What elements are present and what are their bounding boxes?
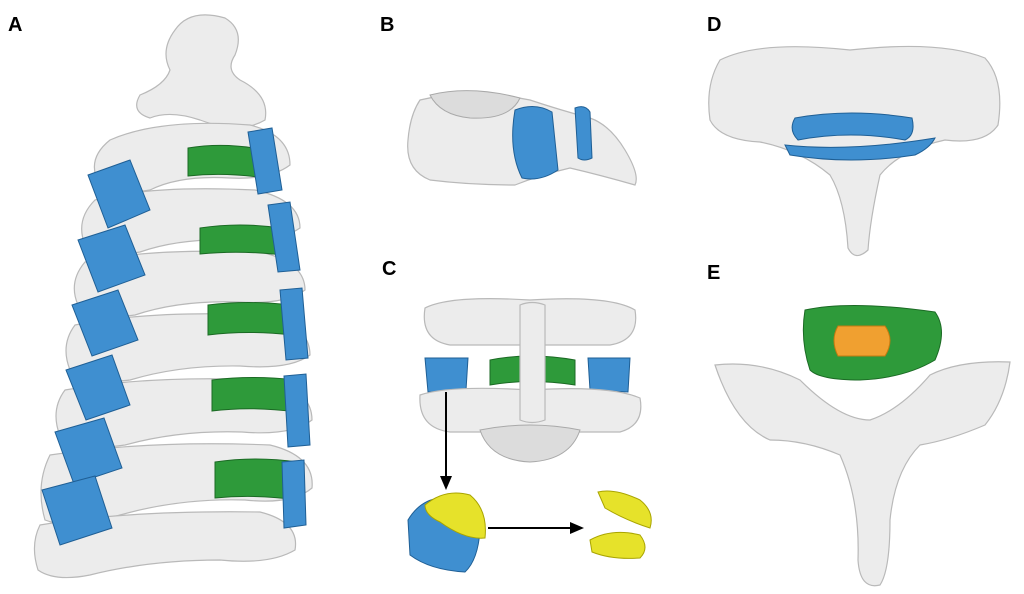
panel-c-facet-model [407, 298, 652, 573]
panel-a-label: A [8, 14, 23, 36]
panel-b-label: B [380, 14, 395, 36]
panel-c-label: C [382, 258, 397, 280]
panel-e-vertebra-model [714, 304, 1011, 587]
panel-e-label: E [707, 262, 721, 284]
panel-a-spine-model [33, 14, 313, 579]
panel-d-vertebra-model [708, 45, 1001, 257]
panel-b-vertebra-model [407, 90, 637, 186]
panel-d-label: D [707, 14, 722, 36]
